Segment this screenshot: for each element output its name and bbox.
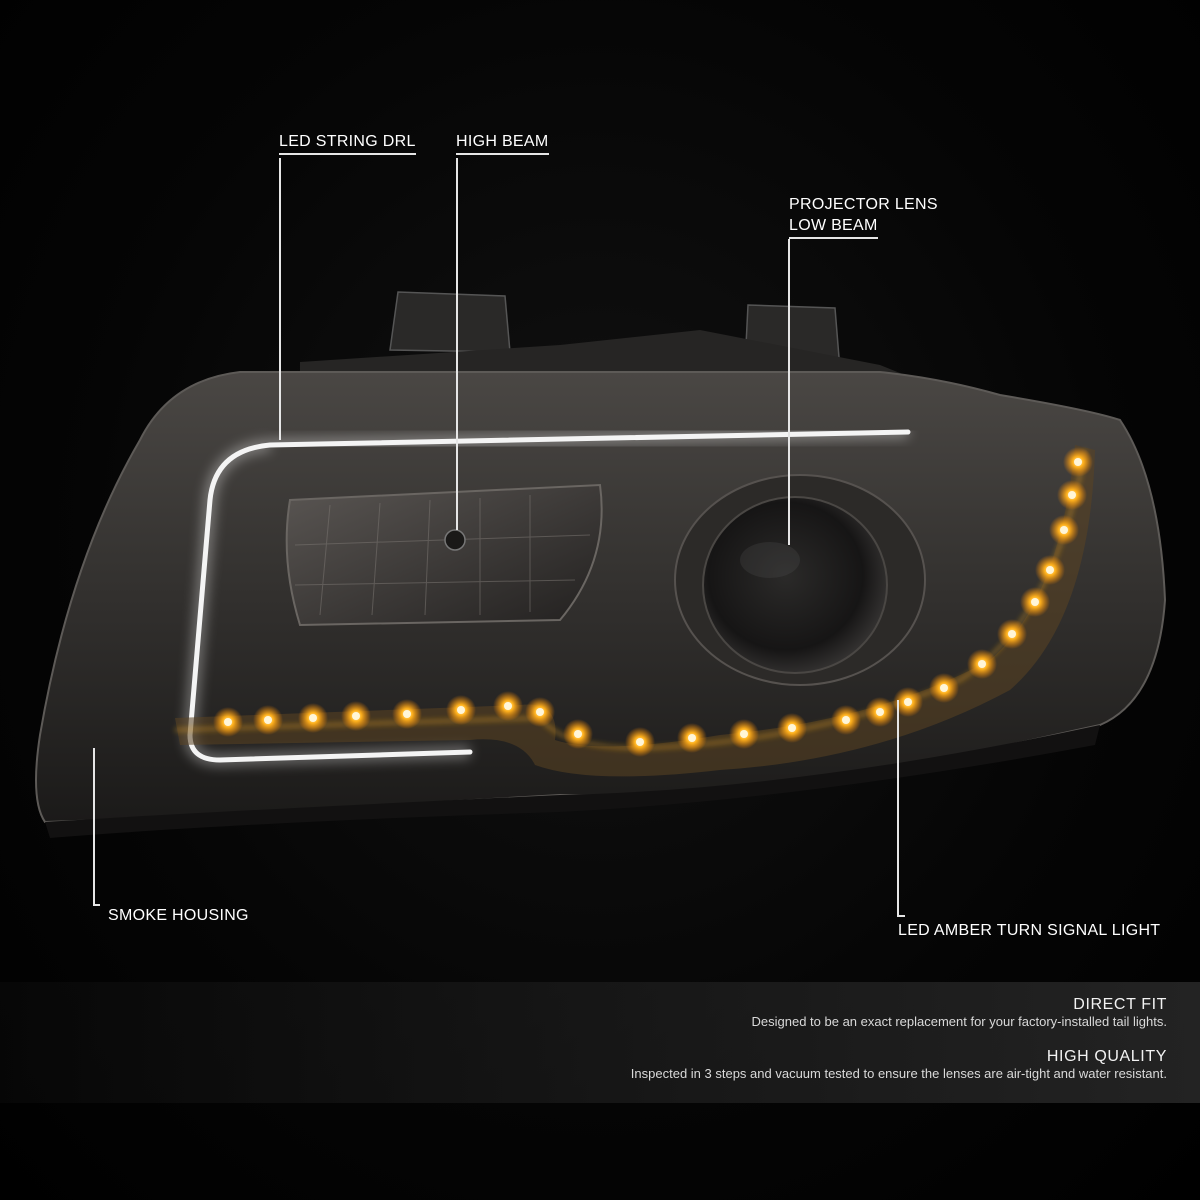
feature-title: HIGH QUALITY (1046, 1048, 1167, 1065)
amber-led (536, 708, 544, 716)
amber-led (940, 684, 948, 692)
high-beam-reflector (285, 483, 603, 627)
amber-led (309, 714, 317, 722)
callout-turn-signal: LED AMBER TURN SIGNAL LIGHT (898, 920, 1160, 941)
amber-led (1046, 566, 1054, 574)
mounting-tab-left (389, 291, 511, 353)
projector-highlight (740, 542, 800, 578)
reflector-facets (294, 495, 591, 616)
amber-led (457, 706, 465, 714)
callout-high-beam-label: HIGH BEAM (456, 131, 549, 155)
high-beam-bulb (444, 529, 466, 551)
feature-title: DIRECT FIT (1073, 996, 1167, 1013)
amber-led-group (213, 447, 1093, 757)
amber-strip-body (175, 445, 1095, 777)
callout-projector: PROJECTOR LENS LOW BEAM (789, 194, 938, 239)
amber-led (978, 660, 986, 668)
projector-lens (702, 496, 888, 674)
amber-led (688, 734, 696, 742)
amber-led (224, 718, 232, 726)
amber-led (504, 702, 512, 710)
feature-direct-fit: DIRECT FIT Designed to be an exact repla… (752, 996, 1168, 1029)
amber-led (352, 712, 360, 720)
amber-led (740, 730, 748, 738)
amber-led (1068, 491, 1076, 499)
callout-projector-line1: PROJECTOR LENS (789, 196, 938, 213)
callout-turn-signal-label: LED AMBER TURN SIGNAL LIGHT (898, 922, 1161, 939)
amber-led (264, 716, 272, 724)
amber-led (842, 716, 850, 724)
amber-led (788, 724, 796, 732)
feature-high-quality: HIGH QUALITY Inspected in 3 steps and va… (631, 1048, 1167, 1081)
amber-led (904, 698, 912, 706)
amber-led (574, 730, 582, 738)
callout-high-beam: HIGH BEAM (456, 131, 549, 155)
features-band (0, 982, 1200, 1103)
callout-lines (93, 158, 905, 917)
amber-led (1031, 598, 1039, 606)
drl-light-pipe (187, 429, 911, 763)
housing-lower-lip (45, 725, 1100, 838)
callout-drl: LED STRING DRL (279, 131, 416, 155)
feature-description: Designed to be an exact replacement for … (751, 1014, 1168, 1029)
feature-description: Inspected in 3 steps and vacuum tested t… (630, 1066, 1167, 1081)
callout-smoke-housing: SMOKE HOUSING (108, 905, 249, 926)
amber-led (1060, 526, 1068, 534)
smoke-housing-leader (93, 748, 100, 906)
amber-led (876, 708, 884, 716)
callout-smoke-housing-label: SMOKE HOUSING (108, 907, 249, 924)
amber-led (1074, 458, 1082, 466)
amber-led (403, 710, 411, 718)
turn-signal-leader (897, 700, 905, 917)
callout-drl-label: LED STRING DRL (279, 131, 416, 155)
amber-led (1008, 630, 1016, 638)
callout-projector-line2: LOW BEAM (789, 215, 878, 239)
amber-led (636, 738, 644, 746)
